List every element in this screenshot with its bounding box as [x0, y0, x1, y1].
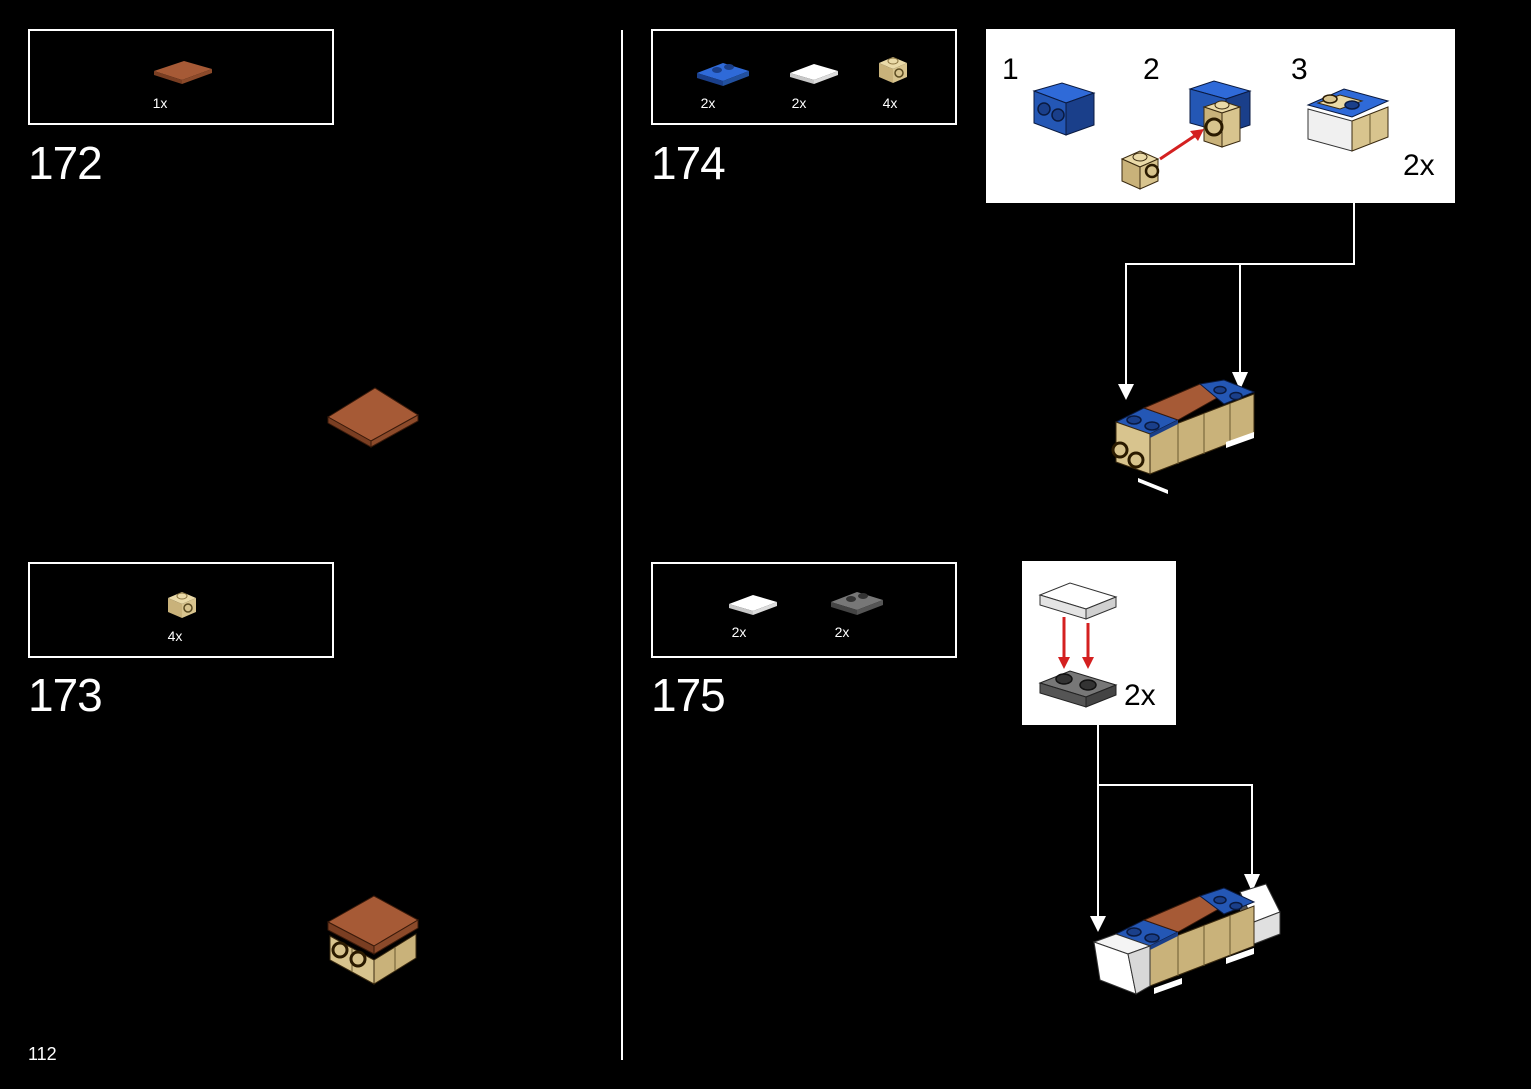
- parts-list-175: 2x 2x: [651, 562, 957, 658]
- connector-lines-174: [1118, 203, 1355, 400]
- step-number-172: 172: [28, 137, 103, 189]
- part-quantity: 1x: [152, 95, 168, 111]
- part-quantity: 4x: [167, 628, 183, 644]
- sub-step-3: 3: [1291, 53, 1308, 86]
- callout-175-assembly: [1038, 582, 1118, 708]
- tan-brick-icon: [879, 57, 907, 83]
- callout-175: 2x: [1022, 561, 1176, 725]
- page-divider: [621, 30, 623, 1060]
- step-173-model: [326, 895, 420, 985]
- part-quantity: 2x: [791, 95, 807, 111]
- part-quantity: 2x: [834, 624, 850, 640]
- brown-tile-icon: [154, 61, 212, 84]
- part-quantity: 2x: [700, 95, 716, 111]
- part-quantity: 2x: [731, 624, 747, 640]
- step-number-173: 173: [28, 669, 103, 721]
- parts-list-174: 2x 2x 4x: [651, 29, 957, 125]
- blue-plate-icon: [1032, 82, 1096, 136]
- sub-step-1: 1: [1002, 53, 1019, 86]
- blue-plate-icon: [697, 63, 749, 86]
- connector-lines-175: [1090, 725, 1260, 932]
- callout-multiplier: 2x: [1124, 679, 1156, 712]
- parts-list-172: 1x: [28, 29, 334, 125]
- step-number-174: 174: [651, 137, 726, 189]
- sub-step-3-assembly: [1306, 88, 1390, 152]
- callout-174: 1 2 3 2x: [986, 29, 1455, 203]
- white-tile-icon: [729, 595, 777, 615]
- dark-gray-plate-icon: [831, 592, 883, 615]
- tan-brick-icon: [168, 592, 196, 618]
- callout-multiplier: 2x: [1403, 149, 1435, 182]
- step-175-model: [1092, 883, 1281, 995]
- parts-list-173: 4x: [28, 562, 334, 658]
- white-tile-icon: [790, 64, 838, 84]
- page-number: 112: [28, 1044, 57, 1064]
- sub-step-2-assembly: [1120, 80, 1252, 190]
- step-174-model: [1111, 379, 1256, 494]
- step-number-175: 175: [651, 669, 726, 721]
- sub-step-2: 2: [1143, 53, 1160, 86]
- step-172-model: [327, 387, 419, 448]
- part-quantity: 4x: [882, 95, 898, 111]
